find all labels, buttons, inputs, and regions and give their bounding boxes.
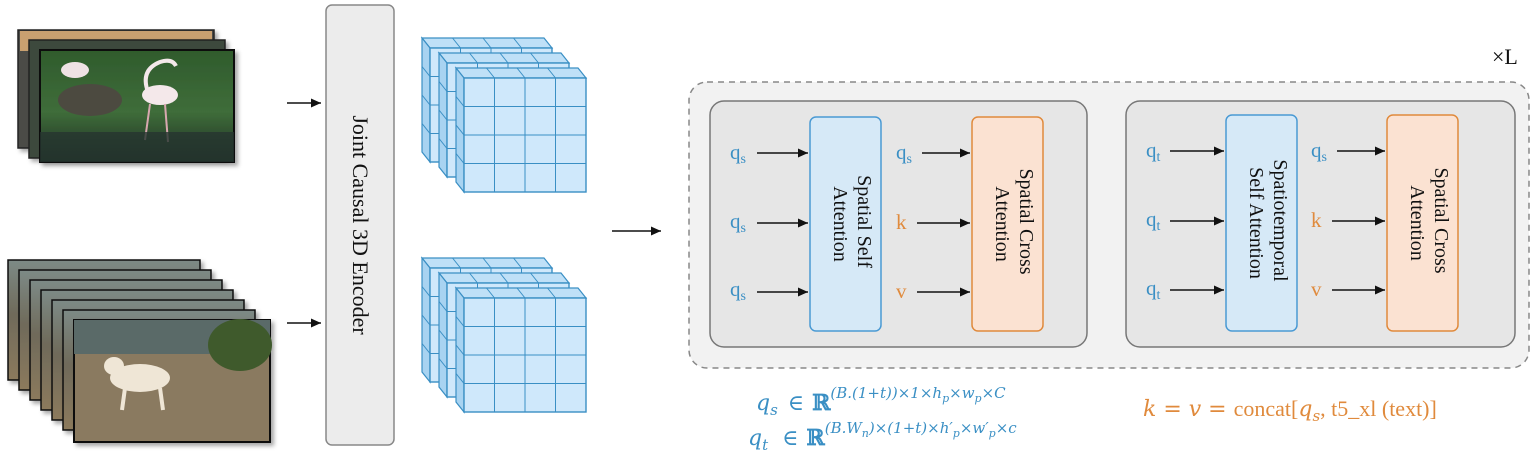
- cube-grid-line: [499, 272, 509, 284]
- input-qs: qs: [730, 277, 746, 304]
- cube-grid-line: [438, 109, 448, 121]
- flamingo-body: [142, 85, 178, 105]
- inputs-spatiotemporal-self: qt qt qt: [1146, 138, 1224, 303]
- spatial-cross-attention-label-1: Spatial Cross Attention: [991, 168, 1037, 279]
- cube-grid-line: [438, 329, 448, 341]
- cube-grid-line: [455, 124, 465, 136]
- video-frame-stack-dog: [7, 259, 272, 443]
- input-v: v: [896, 279, 907, 303]
- input-qt: qt: [1146, 276, 1161, 303]
- cube-grid-line: [421, 94, 431, 106]
- input-qs: qs: [896, 140, 912, 167]
- spatiotemporal-self-attention-box: [1225, 114, 1298, 332]
- input-qt: qt: [1146, 138, 1161, 165]
- image-stack-flamingos: [17, 29, 235, 163]
- spatial-self-attention-label: Spatial Self Attention: [829, 175, 875, 273]
- cube-grid-line: [516, 67, 526, 79]
- cube-grid-line: [452, 37, 461, 49]
- encoder-box: [325, 4, 395, 446]
- spatial-self-attention-box: [809, 116, 882, 332]
- encoder-label: Joint Causal 3D Encoder: [348, 115, 373, 335]
- cube-grid-line: [455, 316, 465, 327]
- latent-cube-top: [420, 36, 588, 194]
- input-k: k: [896, 210, 907, 234]
- cube-grid-line: [530, 52, 539, 64]
- cube-grid-line: [421, 343, 431, 354]
- flamingo-neck: [143, 58, 178, 93]
- cube-grid-line: [421, 314, 431, 326]
- spatial-cross-attention-box-1: [971, 116, 1044, 332]
- cube-grid-line: [486, 287, 495, 299]
- cube-grid-line: [455, 344, 465, 356]
- cube-grid-line: [469, 52, 478, 64]
- water-shape: [40, 132, 234, 162]
- cube-grid-line: [499, 52, 509, 64]
- cube-grid-line: [438, 301, 448, 312]
- spatial-cross-attention-box-2: [1386, 114, 1459, 332]
- inputs-spatial-self: qs qs qs: [730, 140, 808, 304]
- equation-qt: qt∈ℝ(B.Wn)×(1+t)×h′p×w′p×c: [748, 419, 1017, 454]
- cube-grid-line: [482, 257, 492, 269]
- cube-grid-line: [482, 37, 492, 49]
- input-qs: qs: [1311, 138, 1327, 165]
- cube-grid-line: [452, 257, 461, 269]
- cube-grid-line: [421, 66, 431, 77]
- input-v: v: [1311, 277, 1322, 301]
- cube-grid-line: [469, 272, 478, 284]
- repeat-label: ×L: [1492, 44, 1518, 69]
- cube-grid-line: [438, 138, 448, 149]
- cube-grid-line: [547, 67, 556, 79]
- dog-body: [110, 364, 170, 392]
- latent-cube-bottom: [420, 256, 588, 414]
- input-qt: qt: [1146, 207, 1161, 234]
- bush-shape: [208, 319, 272, 371]
- equation-kv: k = v = concat[qs, t5_xl (text)]: [1143, 396, 1437, 425]
- spatial-cross-attention-label-2: Spatial Cross Attention: [1406, 167, 1452, 278]
- cube-grid-line: [421, 123, 431, 134]
- cube-grid-line: [438, 358, 448, 369]
- cube-grid-line: [547, 287, 556, 299]
- rock-shape: [58, 84, 122, 116]
- cube-grid-line: [455, 373, 465, 384]
- cube-grid-line: [486, 67, 495, 79]
- cube-grid-line: [421, 286, 431, 297]
- inputs-spatial-cross-2: qs k v: [1311, 138, 1385, 301]
- spatiotemporal-self-attention-label: Spatiotemporal Self Attention: [1245, 159, 1291, 286]
- input-qs: qs: [730, 140, 746, 167]
- cube-grid-line: [516, 287, 526, 299]
- cube-grid-line: [455, 153, 465, 164]
- cube-grid-line: [530, 272, 539, 284]
- input-qs: qs: [730, 209, 746, 236]
- cube-grid-line: [455, 96, 465, 107]
- cube-grid-line: [438, 81, 448, 92]
- cube-grid-line: [513, 37, 522, 49]
- cube-grid-line: [513, 257, 522, 269]
- input-k: k: [1311, 208, 1322, 232]
- inputs-spatial-cross-1: qs k v: [896, 140, 970, 303]
- equation-qs: qs∈ℝ(B.(1+t))×1×hp×wp×C: [756, 384, 1006, 419]
